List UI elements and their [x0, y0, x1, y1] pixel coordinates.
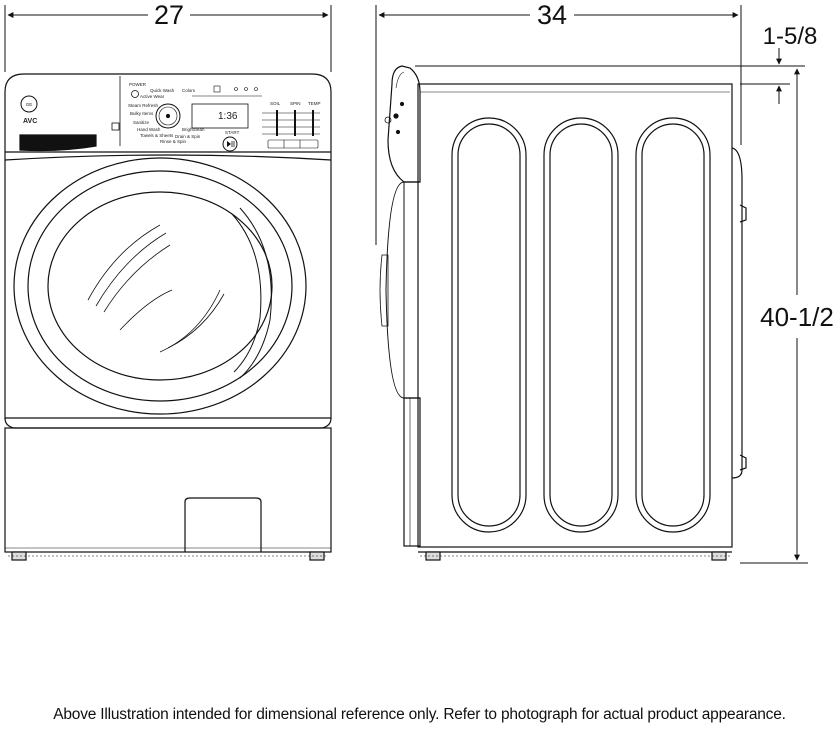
front-view: GE AVC POWER Quick Wash Active Wear Stea… [4, 73, 332, 561]
top-offset-label: 1-5/8 [763, 23, 818, 50]
cycle-labels: Quick Wash Active Wear Steam Refresh Bul… [128, 88, 205, 144]
width-label: 27 [154, 0, 184, 30]
cycle-label-colors: Colors [182, 88, 196, 93]
pedestal-drawer-handle [184, 497, 262, 552]
temp-label: TEMP [308, 101, 321, 106]
soil-label: SOIL [270, 101, 281, 106]
cycle-dial [155, 103, 181, 129]
display-readout: 1:36 [218, 111, 238, 122]
top-offset-dimension: 1-5/8 [415, 23, 817, 104]
svg-text:GE: GE [26, 102, 33, 107]
start-button [222, 136, 238, 152]
start-label: START [225, 130, 240, 135]
height-dimension: 40-1/2 [740, 68, 834, 564]
height-label: 40-1/2 [760, 302, 834, 332]
disclaimer-caption: Above Illustration intended for dimensio… [53, 706, 786, 723]
ge-logo [20, 95, 38, 113]
cycle-label-steam-refresh: Steam Refresh [128, 103, 159, 108]
cycle-label-hand-wash: Hand Wash [137, 127, 161, 132]
depth-label: 34 [537, 0, 567, 30]
spin-label: SPIN [290, 101, 301, 106]
power-button [131, 90, 139, 98]
cycle-label-active-wear: Active Wear [140, 94, 165, 99]
model-label: AVC [23, 118, 37, 125]
cycle-label-quick-wash: Quick Wash [150, 88, 175, 93]
door-window [47, 191, 273, 381]
power-label: POWER [129, 82, 147, 87]
width-dimension: 27 [4, 0, 332, 72]
cycle-label-sanitize: Sanitize [133, 120, 150, 125]
display-window [191, 103, 249, 129]
side-view [379, 65, 747, 561]
cycle-label-rinse-spin: Rinse & Spin [160, 139, 187, 144]
cycle-label-towels: Towels & Sheets [140, 133, 174, 138]
cycle-label-bulky: Bulky Items [130, 111, 154, 116]
depth-dimension: 34 [375, 0, 742, 245]
cycle-label-brightclean: Brightclean [182, 127, 205, 132]
cycle-label-drain-spin: Drain & Spin [175, 134, 201, 139]
side-panel-embossing [451, 117, 711, 533]
door-outer-ring [13, 157, 307, 415]
